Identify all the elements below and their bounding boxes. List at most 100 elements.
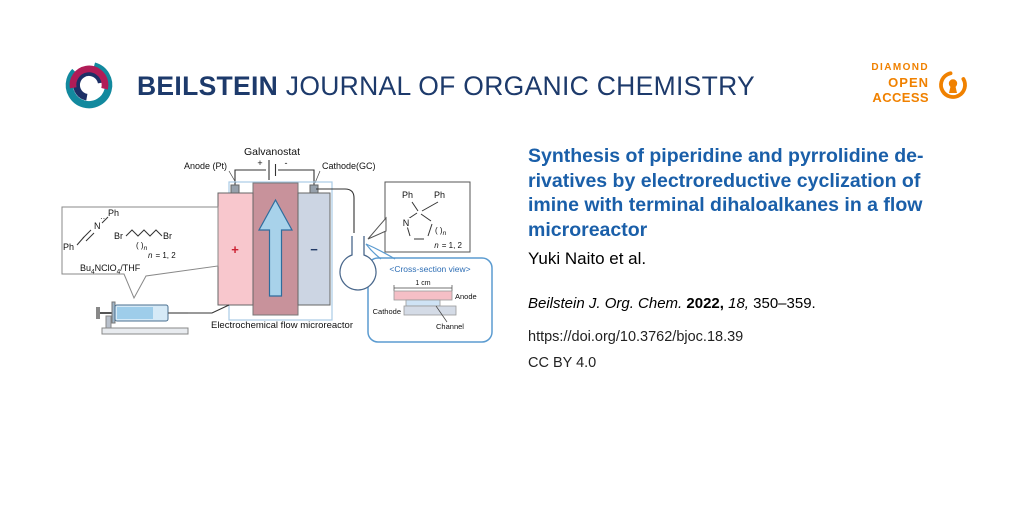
imine-bond2 [101,216,109,224]
brand-name: BEILSTEIN [137,71,279,101]
logo-crimson-arc [69,65,109,105]
cross-section-anode-layer [393,290,453,301]
journal-title: JOURNAL OF ORGANIC CHEMISTRY [285,71,756,101]
bracket: ( ) [136,241,144,250]
electrolyte-sub2: 4 [117,269,121,276]
beilstein-logo [65,61,113,109]
imine-ph-top: Ph [108,208,119,218]
reagent-n-values: n= 1, 2 [148,251,176,260]
cathode-label: Cathode(GC) [322,161,376,171]
reactor-caption: Electrochemical flow microreactor [211,320,353,331]
cross-section-cathode-label: Cathode [373,307,401,316]
channel-leader-line [435,305,448,323]
author-line: Yuki Naito et al. [528,249,647,268]
dihaloalkane-br-right: Br [163,231,172,241]
cross-section-tail-a [365,243,382,260]
plunger-handle [96,307,100,319]
alkane-chain [125,229,163,237]
anode-sign: + [231,242,239,257]
cathode-wire [278,169,315,185]
cathode-plate [297,192,331,306]
bracket-sub-n: n [144,245,148,252]
open-access-badge: DIAMOND OPEN ACCESS [871,62,972,104]
reagent-callout: Ph N ·· Ph Br Br ( )n n= 1, 2 Bu4NClO4/T… [61,206,219,300]
product-ph-right: Ph [434,190,445,200]
cross-section-cathode-layer [403,305,457,316]
product-bubble [384,181,471,253]
license-label: CC BY 4.0 [528,355,597,371]
anode-wire [234,169,266,185]
imine-nitrogen: N [94,221,101,231]
cross-section-anode-label: Anode [455,292,477,301]
citation-year: 2022, [686,295,724,312]
product-ph-bond-right [421,201,439,212]
product-bubble-tail [367,216,387,240]
imine-double-bond-b [85,232,95,242]
citation-journal: Beilstein J. Org. Chem. [528,295,683,312]
ring-bracket: ( ) [435,226,443,235]
scale-label: 1 cm [415,280,430,287]
electrolyte-part3: /THF [120,263,140,273]
cathode-leader-line [314,170,321,184]
pump-post [105,315,112,329]
ring-bond4 [406,225,411,237]
imine-lone-pair: ·· [100,214,105,223]
anode-label: Anode (Pt) [184,161,227,171]
product-ph-bond-left [411,201,419,212]
cross-section-channel-label: Channel [436,322,464,331]
cathode-sign: − [310,242,318,257]
ring-repeat-bracket: ( )n [435,226,447,237]
imine-ph-left: Ph [63,242,74,252]
galvanostat-label: Galvanostat [244,146,300,158]
cross-section-callout: <Cross-section view> 1 cm Anode Cathode … [365,243,493,343]
access-label: ACCESS [872,89,929,105]
electrolyte-label: Bu4NClO4/THF [80,263,141,276]
ring-bracket-sub-n: n [443,230,447,237]
pump-base [101,327,189,335]
title-line-1: Synthesis of piperidine and pyrrolidine … [528,145,924,167]
product-callout: Ph Ph N ( )n n= 1, 2 [367,181,471,253]
doi-link[interactable]: https://doi.org/10.3762/bjoc.18.39 [528,329,744,345]
inlet-tube [188,304,230,314]
product-n-values: n= 1, 2 [434,241,462,250]
chain-repeat-bracket: ( )n [136,241,148,252]
citation-pages: 350–359. [753,295,816,312]
journal-masthead: BEILSTEIN JOURNAL OF ORGANIC CHEMISTRY [137,71,755,101]
battery-minus: - [285,158,288,168]
syringe-pump [96,301,230,335]
cross-section-title: <Cross-section view> [389,264,470,274]
cross-section-tail-b [365,243,396,260]
citation-line: Beilstein J. Org. Chem. 2022, 18, 350–35… [528,295,998,313]
citation-volume: 18, [728,295,749,312]
electrolyte-part1: Bu [80,263,91,273]
ring-bond5 [407,212,418,220]
reagent-bubble [61,206,219,300]
flow-arrow [257,198,294,297]
ring-bond2 [427,223,433,237]
anode-terminal [230,184,240,194]
collection-flask [339,236,377,291]
open-access-text: DIAMOND OPEN ACCESS [871,61,929,105]
ring-bond1 [420,213,432,222]
imine-double-bond-a [82,229,92,239]
battery-plus: + [257,158,262,168]
title-line-3: imine with terminal dihaloalkanes in a f… [528,194,923,216]
cross-section-channel-layer [405,299,441,307]
open-access-lock-icon [939,71,967,99]
dihaloalkane-br-left: Br [114,231,123,241]
diamond-label: DIAMOND [871,61,929,73]
title-line-4: microreactor [528,218,648,241]
electrolyte-part2: NClO [95,263,117,273]
graphical-abstract-diagram: Galvanostat + - Anode (Pt) Cathode(GC) +… [61,146,493,343]
product-n-symbol: n [434,241,439,250]
article-title: Synthesis of piperidine and pyrrolidine … [528,144,998,242]
product-ph-left: Ph [402,190,413,200]
syringe-liquid [117,307,153,319]
galvanostat-circuit: Galvanostat + - [234,146,315,185]
anode-leader-line [228,170,237,184]
abstract-panel: Synthesis of piperidine and pyrrolidine … [528,144,998,372]
product-nitrogen: N [403,218,410,228]
outlet-tube [316,188,355,233]
n-symbol: n [148,251,153,260]
